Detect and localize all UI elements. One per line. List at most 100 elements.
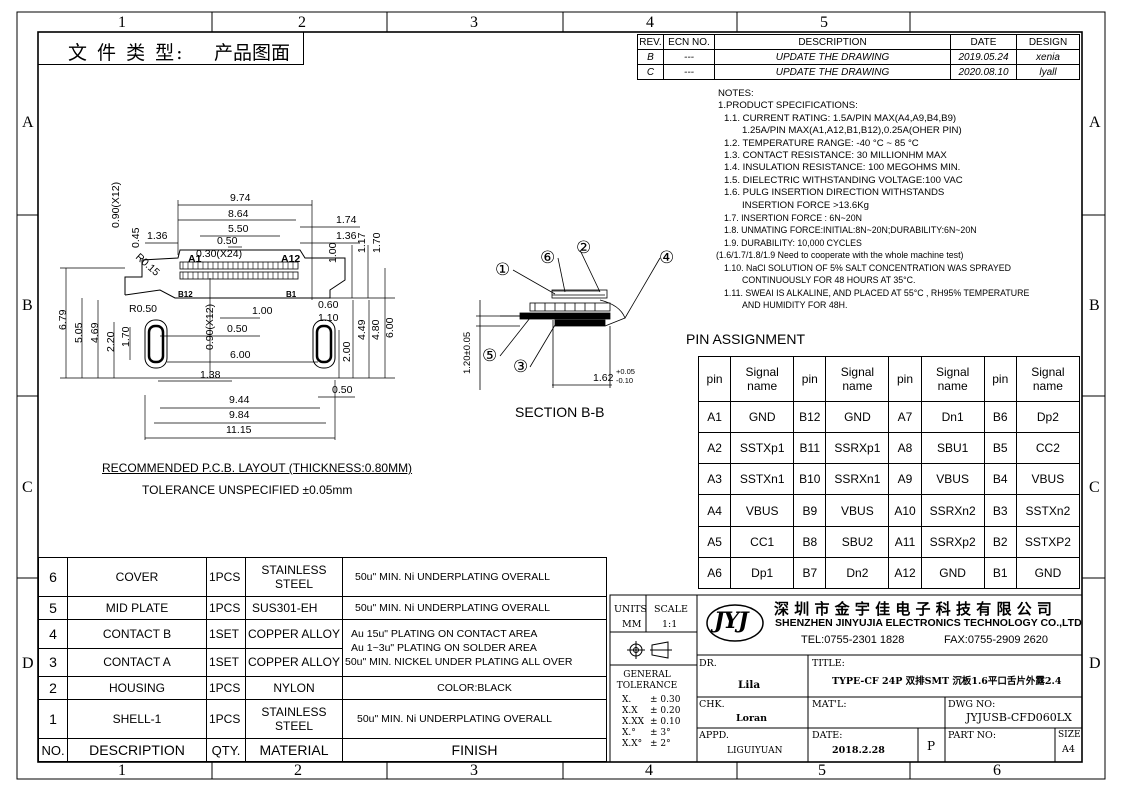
callout-2: ② <box>576 238 592 258</box>
bom-description: SHELL-1 <box>67 699 207 740</box>
pcb-layout-drawing <box>60 200 395 440</box>
dim-0-50-mid: 0.50 <box>227 323 248 335</box>
notes-block: NOTES: 1.PRODUCT SPECIFICATIONS: 1.1. CU… <box>716 88 1030 311</box>
zone-col-5: 5 <box>820 14 828 31</box>
dim-0-90x12-top: 0.90(X12) <box>110 181 122 228</box>
bom-finish: 50u" MIN. Ni UNDERPLATING OVERALL <box>342 699 607 740</box>
dim-5-50: 5.50 <box>228 223 249 235</box>
tolerance-value: ± 2° <box>650 739 671 749</box>
note-line: 1.1. CURRENT RATING: 1.5A/PIN MAX(A4,A9,… <box>724 112 957 124</box>
section-dim-tol-plus: +0.05 <box>616 367 635 376</box>
pin-cell: B9 <box>793 494 827 527</box>
dim-4-49: 4.49 <box>356 319 368 340</box>
bom-material: STAINLESS STEEL <box>245 699 343 740</box>
section-b-b-drawing <box>476 249 661 390</box>
bom-qty: 1SET <box>206 618 246 649</box>
date-cell: 2019.05.24 <box>950 49 1017 65</box>
section-dim-vertical: 1.20±0.05 <box>462 331 473 374</box>
design-cell: xenia <box>1016 49 1080 65</box>
description-cell: UPDATE THE DRAWING <box>714 64 951 80</box>
signal-cell: CC1 <box>730 525 795 558</box>
signal-cell: SBU2 <box>825 525 890 558</box>
pin-cell: A7 <box>888 400 922 434</box>
bom-material: NYLON <box>245 676 343 701</box>
tolerance-key: X.X <box>622 706 638 716</box>
note-line: 1.11. SWEAI IS ALKALINE, AND PLACED AT 5… <box>724 287 1030 298</box>
bom-qty: 1SET <box>206 647 246 678</box>
dim-0-60: 0.60 <box>318 299 339 311</box>
dwg-no-value: JYJUSB-CFD060LX <box>966 711 1072 724</box>
dim-5-05: 5.05 <box>73 322 85 343</box>
date-cell: 2020.08.10 <box>950 64 1017 80</box>
signal-cell: SSTXn1 <box>730 463 795 496</box>
pin-header: pin <box>983 356 1017 402</box>
signal-cell: SSRXn1 <box>825 463 890 496</box>
bom-description: COVER <box>67 557 207 597</box>
dim-4-69: 4.69 <box>89 322 101 343</box>
pin-cell: B5 <box>983 432 1017 465</box>
description-header: DESCRIPTION <box>714 34 951 50</box>
bom-material: SUS301-EH <box>245 595 343 620</box>
pin-header: pin <box>697 356 732 402</box>
pin-cell: A11 <box>888 525 922 558</box>
tolerance-key: X. <box>622 695 632 705</box>
dim-1-10: 1.10 <box>318 312 339 324</box>
pin-header: pin <box>888 356 922 402</box>
dim-1-00: 1.00 <box>252 305 273 317</box>
bom-material: COPPER ALLOY <box>245 647 343 678</box>
company-name-en: SHENZHEN JINYUJIA ELECTRONICS TECHNOLOGY… <box>775 617 1082 629</box>
pin-assignment-title: PIN ASSIGNMENT <box>686 331 806 347</box>
bom-header-material: MATERIAL <box>245 738 343 762</box>
note-line: AND HUMIDITY FOR 48H. <box>742 299 848 310</box>
dim-1-36-left: 1.36 <box>147 230 168 242</box>
description-cell: UPDATE THE DRAWING <box>714 49 951 65</box>
company-fax: FAX:0755-2909 2620 <box>944 634 1048 646</box>
bom-header-description: DESCRIPTION <box>67 738 207 762</box>
approved-by-label: APPD. <box>699 730 729 741</box>
bom-qty: 1PCS <box>206 557 246 597</box>
signal-cell: SSTXn2 <box>1015 494 1081 527</box>
signal-cell: Dp2 <box>1015 400 1081 434</box>
page-label: P <box>927 739 936 753</box>
company-name-cn: 深 圳 市 金 宇 佳 电 子 科 技 有 限 公 司 <box>774 600 1052 618</box>
bom-material: STAINLESS STEEL <box>245 557 343 597</box>
rev-cell: C <box>637 64 664 80</box>
company-tel: TEL:0755-2301 1828 <box>801 634 905 646</box>
pin-header-row: pin Signal name pin Signal name pin Sign… <box>697 356 1081 402</box>
pin-cell: B12 <box>793 400 827 434</box>
note-line: 1.9. DURABILITY: 10,000 CYCLES <box>724 237 862 248</box>
note-line: INSERTION FORCE >13.6Kg <box>742 199 869 211</box>
note-line: NOTES: <box>718 88 754 99</box>
note-line: 1.6. PULG INSERTION DIRECTION WITHSTANDS <box>724 187 945 199</box>
pin-cell: A1 <box>697 400 732 434</box>
revision-table: REV. ECN NO. DESCRIPTION DATE DESIGN B -… <box>637 34 1080 80</box>
dim-1-70-left: 1.70 <box>120 326 132 347</box>
zone-col-4: 4 <box>646 14 654 31</box>
bom-finish: 50u" MIN. Ni UNDERPLATING OVERALL <box>342 557 607 597</box>
bom-header-no: NO. <box>38 738 68 762</box>
approved-by-value: LIGUIYUAN <box>727 746 783 756</box>
dim-1-38: 1.38 <box>200 369 221 381</box>
company-logo <box>706 604 764 642</box>
material-label: MAT'L: <box>812 699 847 710</box>
title-block-lines <box>609 594 1082 762</box>
dim-0-50: 0.50 <box>217 235 238 247</box>
pin-cell: B4 <box>983 463 1017 496</box>
pin-cell: A6 <box>697 556 732 590</box>
callout-3: ③ <box>513 357 529 377</box>
bom-no: 1 <box>38 699 68 740</box>
pcb-caption-2: TOLERANCE UNSPECIFIED ±0.05mm <box>142 483 353 497</box>
note-line: 1.7. INSERTION FORCE : 6N~20N <box>724 213 862 224</box>
dim-9-84: 9.84 <box>229 409 250 421</box>
pin-cell: B11 <box>793 432 827 465</box>
note-line: 1.4. INSULATION RESISTANCE: 100 MEGOHMS … <box>724 162 961 174</box>
bom-header-finish: FINISH <box>342 738 607 762</box>
